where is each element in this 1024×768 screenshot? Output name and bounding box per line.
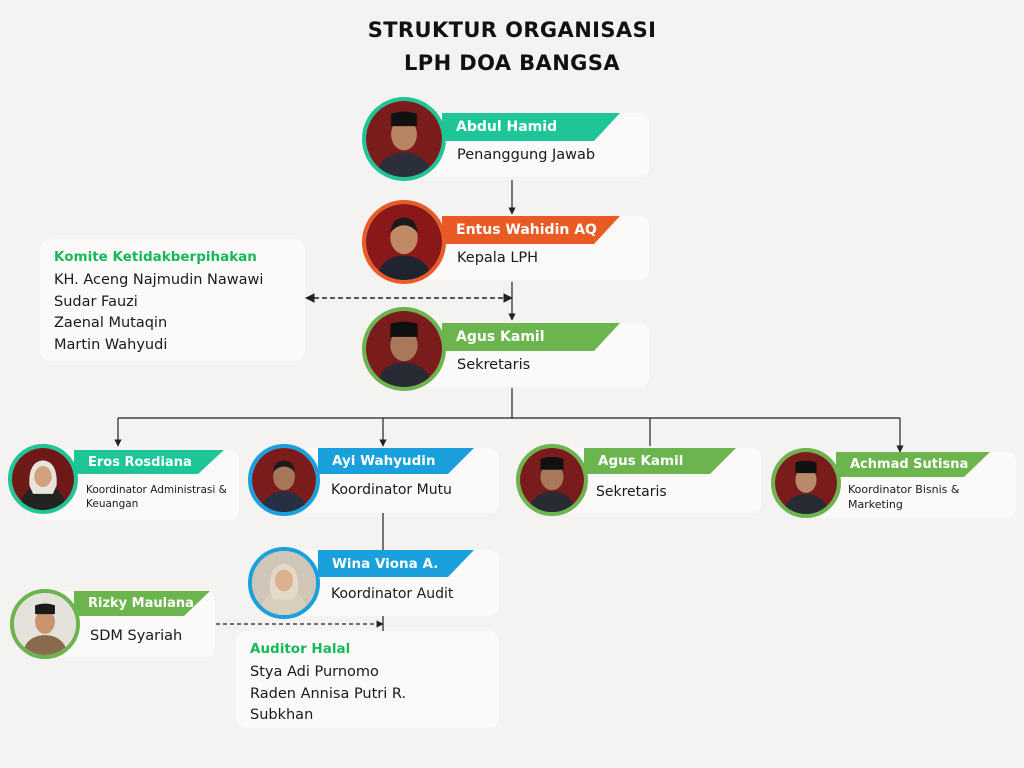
portrait-avatar	[248, 444, 320, 516]
member-role-eros-rosdiana-line-1: Koordinator Administrasi &	[86, 484, 227, 496]
member-role-rizky-maulana: SDM Syariah	[90, 628, 183, 644]
chart-title-line-1: STRUKTUR ORGANISASI	[367, 18, 657, 42]
chart-title-line-2: LPH DOA BANGSA	[404, 51, 620, 75]
member-role-ayi-wahyudin: Koordinator Mutu	[331, 482, 452, 498]
komite-member: Martin Wahyudi	[54, 336, 168, 353]
komite-heading: Komite Ketidakberpihakan	[54, 249, 257, 265]
member-name-achmad-sutisna: Achmad Sutisna	[836, 452, 990, 477]
komite-member: Sudar Fauzi	[54, 293, 138, 310]
member-name-eros-rosdiana: Eros Rosdiana	[74, 450, 224, 474]
portrait-avatar	[362, 200, 446, 284]
auditor-member: Subkhan	[250, 707, 314, 723]
member-name-agus-kamil-2: Agus Kamil	[584, 448, 736, 474]
auditor-heading: Auditor Halal	[250, 641, 351, 657]
member-name-ayi-wahyudin: Ayi Wahyudin	[318, 448, 474, 474]
portrait-avatar	[10, 589, 80, 659]
member-role-agus-kamil-2: Sekretaris	[596, 484, 667, 500]
member-role-eros-rosdiana-line-2: Keuangan	[86, 498, 139, 510]
member-role-agus-kamil: Sekretaris	[457, 357, 531, 373]
member-name-rizky-maulana: Rizky Maulana	[74, 591, 210, 616]
portrait-avatar	[362, 97, 446, 181]
auditor-member: Stya Adi Purnomo	[250, 664, 379, 680]
member-role-achmad-sutisna-line-2: Marketing	[848, 498, 903, 511]
auditor-halal-card: Auditor Halal Stya Adi Purnomo Raden Ann…	[236, 631, 499, 728]
portrait-avatar	[516, 444, 588, 516]
auditor-member: Raden Annisa Putri R.	[250, 685, 407, 702]
portrait-avatar	[248, 547, 320, 619]
komite-member: Zaenal Mutaqin	[54, 315, 168, 331]
member-role-entus-wahidin: Kepala LPH	[457, 250, 539, 266]
portrait-avatar	[8, 444, 78, 514]
member-name-agus-kamil: Agus Kamil	[442, 323, 620, 351]
member-name-entus-wahidin: Entus Wahidin AQ	[442, 216, 620, 244]
komite-ketidakberpihakan-card: Komite Ketidakberpihakan KH. Aceng Najmu…	[40, 239, 305, 361]
portrait-avatar	[362, 307, 446, 391]
member-name-abdul-hamid: Abdul Hamid	[442, 113, 620, 141]
komite-member: KH. Aceng Najmudin Nawawi	[54, 272, 264, 288]
member-role-abdul-hamid: Penanggung Jawab	[457, 147, 596, 163]
portrait-avatar	[771, 448, 841, 518]
member-name-wina-viona: Wina Viona A.	[318, 550, 474, 577]
member-role-wina-viona: Koordinator Audit	[331, 586, 454, 602]
member-role-achmad-sutisna-line-1: Koordinator Bisnis &	[848, 483, 960, 496]
